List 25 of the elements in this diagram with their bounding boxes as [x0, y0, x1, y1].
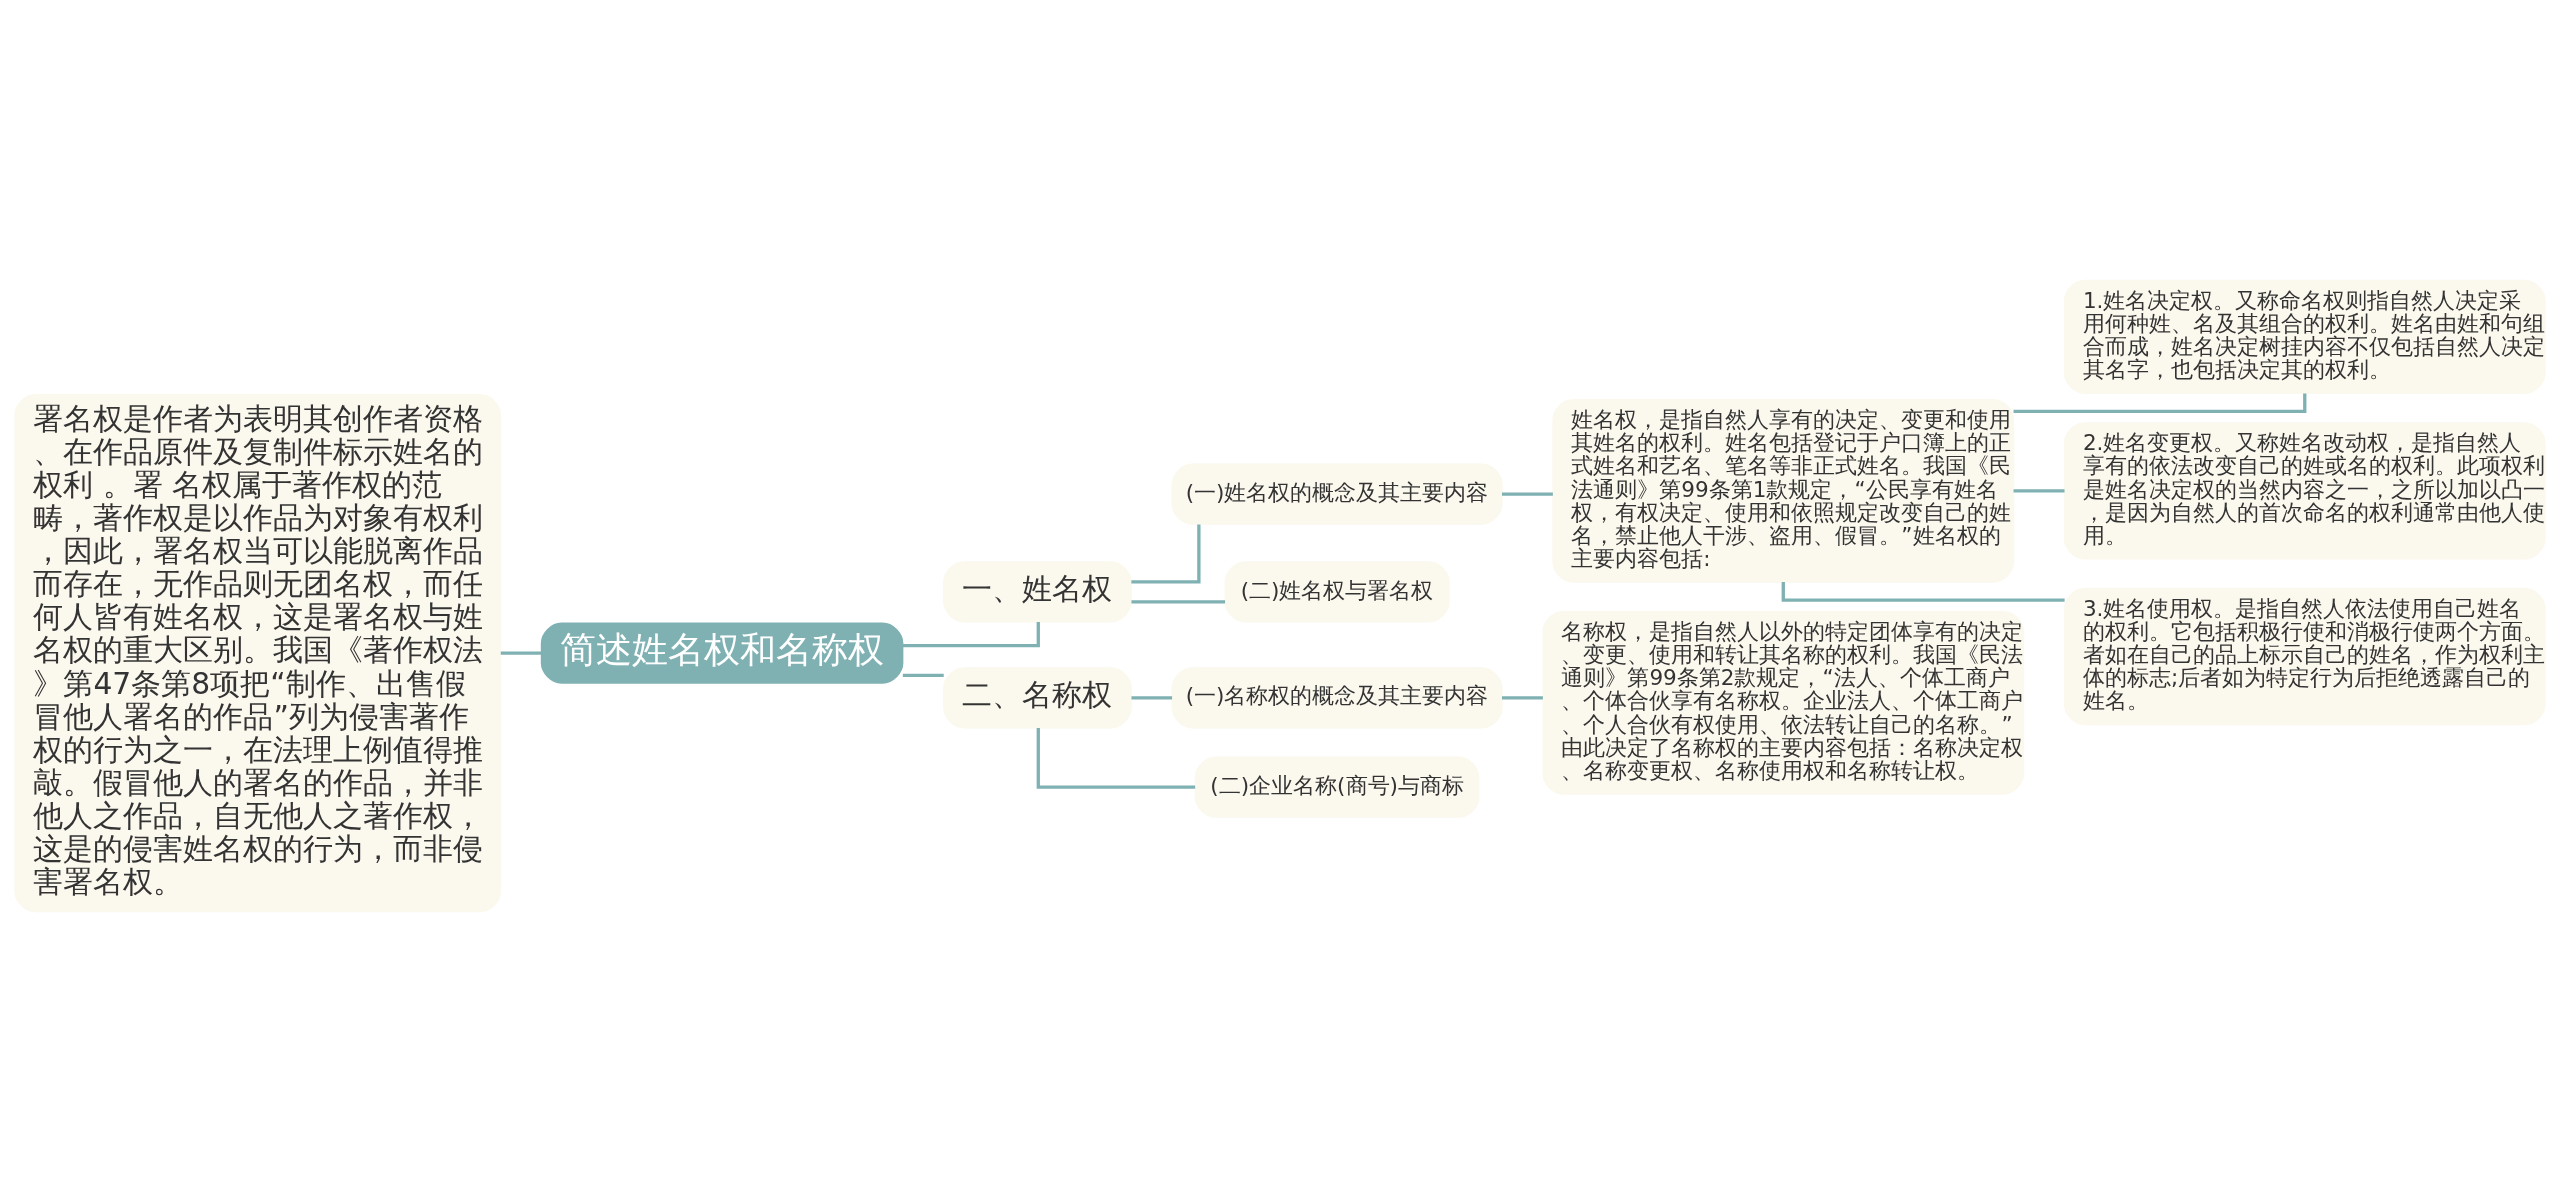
node-box: 2.姓名变更权。又称姓名改动权，是指自然人享有的依法改变自己的姓或名的权利。此项权利是姓名决定权的当然内容之一，之所以加以凸一，是因为自然人的首次命名的权利通常由他人使用。 [2063, 421, 2546, 560]
connector [902, 673, 944, 677]
node-box: (一)名称权的概念及其主要内容 [1171, 666, 1503, 728]
node-box: 姓名权，是指自然人享有的决定、变更和使用其姓名的权利。姓名包括登记于户口簿上的正式姓名和艺名、笔名等非正式姓名。我国《民法通则》第99条第1款规定，“公民享有姓名权，有权决定、使用和依照规定改变自己的姓名，禁止他人干涉、盗用、假冒。”姓名权的主要内容包括: [1552, 398, 2015, 583]
node-box: 简述姓名权和名称权 [540, 622, 904, 684]
connector [500, 650, 542, 655]
connector [1502, 492, 1553, 496]
node-box: (二)企业名称(商号)与商标 [1194, 756, 1480, 818]
node-box: 一、姓名权 [943, 560, 1132, 622]
connector [2013, 392, 2307, 413]
node-box: 署名权是作者为表明其创作者资格、在作品原件及复制件标示姓名的权利 。署 名权属于著作权的范畴，著作权是以作品为对象有权利，因此，署名权当可以能脱离作品而存在，无作品则无团名权，而任何人皆有姓名权，这是署名权与姓名权的重大区别。我国《著作权法》第47条第8项把“制作、出售假冒他人署名的作品”列为侵害著作权的行为之一，在法理上例值得推敲。假冒他人的署名的作品，并非他人之作品，自无他人之著作权，这是的侵害姓名权的行为，而非侵害署名权。 [14, 393, 502, 912]
connector [1036, 727, 1196, 789]
node-box: 名称权，是指自然人以外的特定团体享有的决定、变更、使用和转让其名称的权利。我国《民法通则》第99条第2款规定，“法人、个体工商户、个体合伙享有名称权。企业法人、个体工商户、个人合伙有权使用、依法转让自己的名称。”由此决定了名称权的主要内容包括：名称决定权、名称变更权、名称使用权和名称转让权。 [1542, 610, 2025, 795]
node-box: 1.姓名决定权。又称命名权则指自然人决定采用何种姓、名及其组合的权利。姓名由姓和句组合而成，姓名决定树挂内容不仅包括自然人决定其名字，也包括决定其的权利。 [2063, 279, 2546, 394]
connector [1781, 581, 2065, 602]
node-box: (二)姓名权与署名权 [1224, 560, 1450, 622]
connector [1131, 695, 1173, 699]
connector [1131, 599, 1226, 603]
node-box: (一)姓名权的概念及其主要内容 [1171, 463, 1503, 525]
connector [1502, 695, 1543, 699]
connector [902, 621, 1040, 647]
connector [1131, 523, 1201, 584]
node-box: 3.姓名使用权。是指自然人依法使用自己姓名的权利。它包括积极行使和消极行使两个方面。者如在自己的品上标示自己的姓名，作为权利主体的标志;后者如为特定行为后拒绝透露自己的姓名。 [2063, 587, 2546, 725]
connector [2013, 488, 2065, 493]
node-box: 二、名称权 [943, 666, 1132, 728]
